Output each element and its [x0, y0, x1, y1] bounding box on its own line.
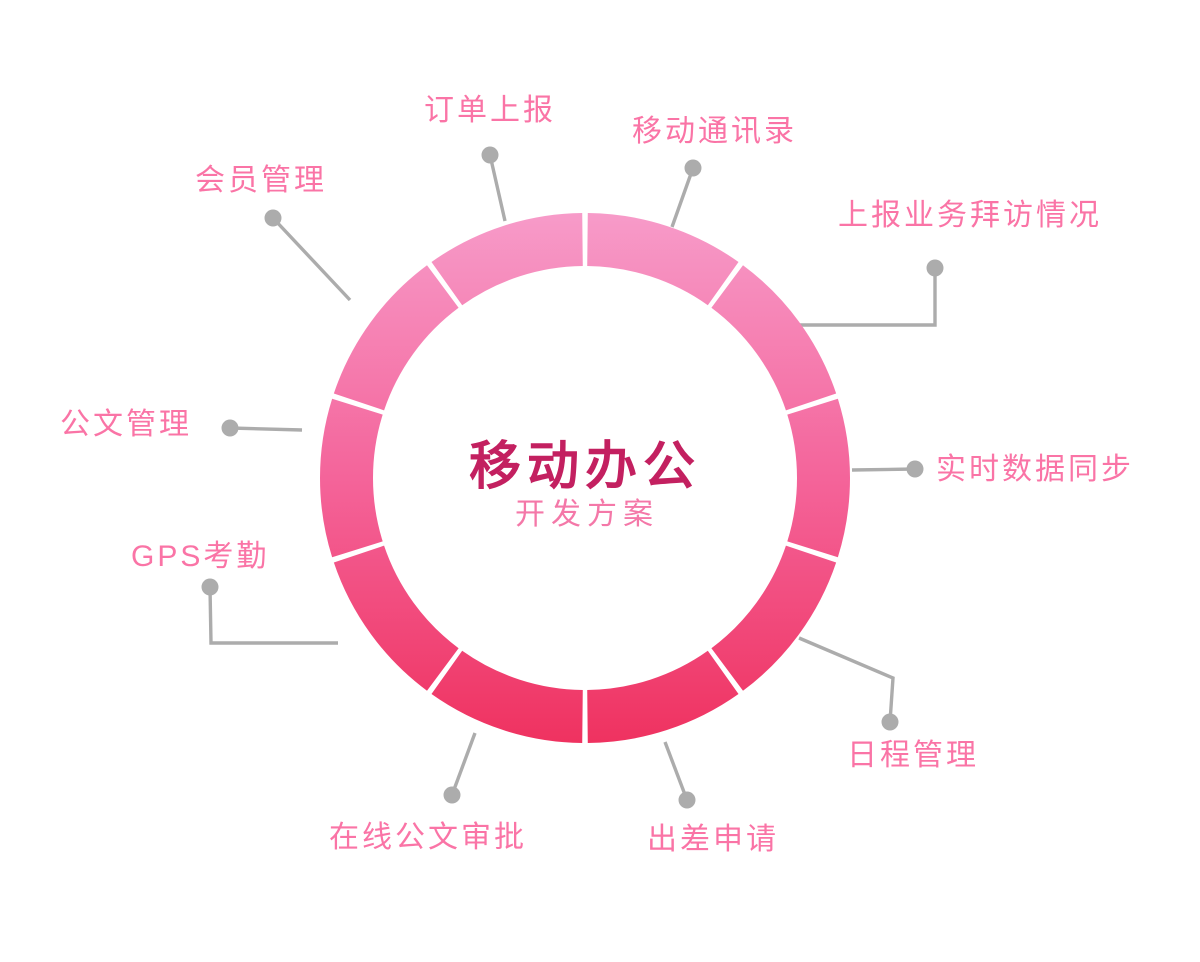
center-subtitle: 开发方案	[515, 498, 659, 531]
connector-line-report-visits	[792, 268, 937, 327]
connector-line-order-report	[488, 154, 507, 222]
ring-segment-schedule-mgmt	[711, 545, 837, 691]
connector-dot-schedule-mgmt	[881, 713, 899, 731]
ring-segment-report-visits	[711, 265, 837, 411]
connector-line-realtime-sync	[851, 467, 916, 472]
connector-dot-mobile-contacts	[684, 159, 702, 177]
ring-segment-gps-attendance	[333, 545, 459, 691]
feature-label-mobile-contacts: 移动通讯录	[632, 115, 797, 148]
connector-line-document-mgmt	[229, 426, 303, 432]
feature-label-report-visits: 上报业务拜访情况	[838, 199, 1102, 232]
connector-line-member-mgmt	[271, 216, 352, 302]
connector-line-business-trip	[663, 741, 689, 801]
connector-line-schedule-mgmt	[798, 636, 895, 723]
feature-label-document-mgmt: 公文管理	[60, 408, 192, 441]
connector-dot-member-mgmt	[264, 209, 282, 227]
ring-segment-realtime-sync	[787, 398, 850, 558]
connector-line-mobile-contacts	[670, 167, 695, 228]
feature-label-realtime-sync: 实时数据同步	[936, 453, 1134, 486]
feature-label-online-approval: 在线公文审批	[329, 821, 527, 854]
connector-dot-report-visits	[926, 259, 944, 277]
ring-segment-order-report	[431, 213, 583, 306]
ring-segment-document-mgmt	[320, 398, 383, 558]
connector-dot-online-approval	[443, 786, 461, 804]
connector-dot-realtime-sync	[906, 460, 924, 478]
connector-dot-order-report	[481, 146, 499, 164]
center-title: 移动办公	[468, 438, 702, 496]
connector-line-gps-attendance	[208, 586, 338, 645]
ring-segment-business-trip	[587, 650, 739, 743]
feature-label-member-mgmt: 会员管理	[195, 164, 327, 197]
connector-line-online-approval	[450, 732, 477, 796]
ring-segment-mobile-contacts	[587, 213, 739, 306]
connector-dot-business-trip	[678, 791, 696, 809]
feature-label-order-report: 订单上报	[424, 94, 556, 127]
feature-label-gps-attendance: GPS考勤	[131, 540, 270, 573]
feature-label-schedule-mgmt: 日程管理	[847, 739, 979, 772]
ring-segment-member-mgmt	[333, 265, 459, 411]
connector-dot-document-mgmt	[221, 419, 239, 437]
connector-dot-gps-attendance	[201, 578, 219, 596]
feature-label-business-trip: 出差申请	[647, 823, 779, 856]
ring-segment-online-approval	[431, 650, 583, 743]
